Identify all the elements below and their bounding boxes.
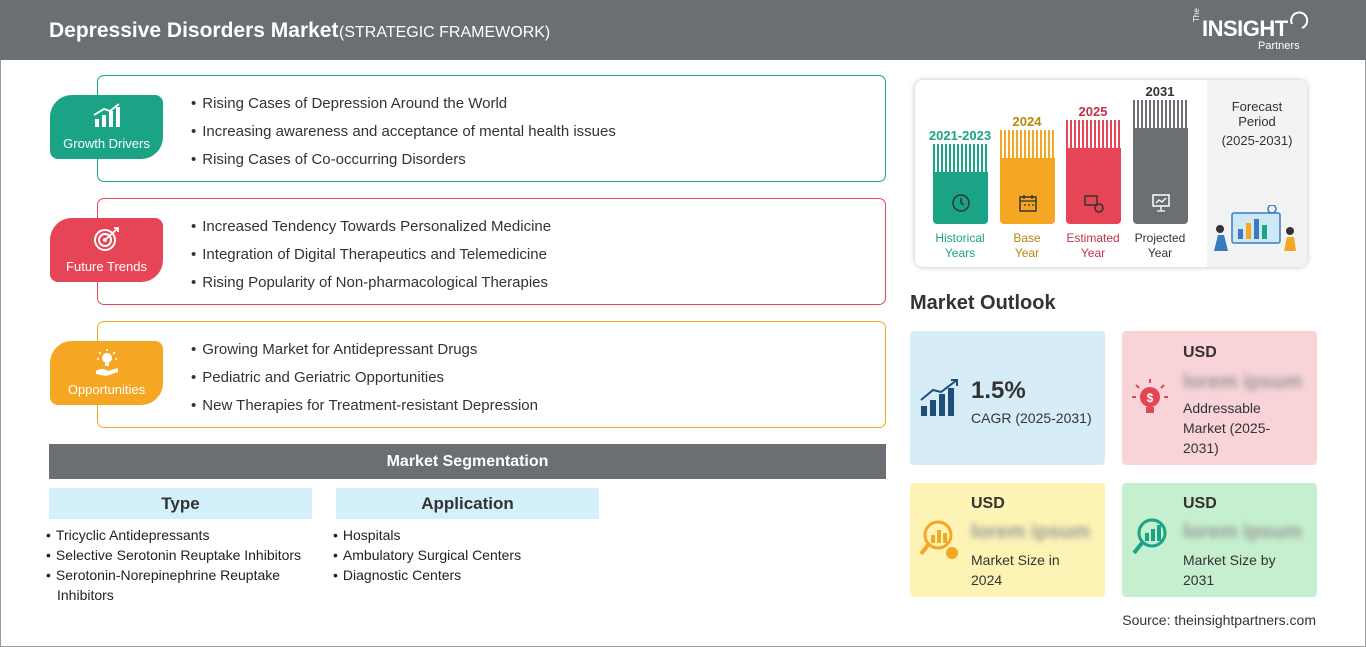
size2031-value: lorem ipsum [1183, 521, 1302, 543]
size2024-usd: USD [971, 495, 1005, 512]
forecast-label-period: Period [1238, 114, 1276, 129]
cagr-label: CAGR (2025-2031) [971, 410, 1092, 426]
list-item: Rising Popularity of Non-pharmacological… [191, 274, 551, 302]
header-bar: Depressive Disorders Market (STRATEGIC F… [0, 0, 1366, 60]
logo-the: The [1192, 8, 1201, 22]
timeline-year-base: 2024 [1012, 114, 1042, 129]
cagr-card: 1.5% CAGR (2025-2031) [910, 331, 1105, 465]
market-outlook-title: Market Outlook [910, 292, 1056, 314]
growth-bars-icon [920, 379, 958, 416]
target-icon [94, 227, 119, 251]
analytics-people-icon [1214, 205, 1296, 251]
list-item: Growing Market for Antidepressant Drugs [191, 341, 538, 369]
segment-type-list: Tricyclic Antidepressants Selective Sero… [46, 525, 316, 605]
calendar-icon [1019, 195, 1037, 212]
timeline-year-estimated: 2025 [1078, 104, 1108, 119]
list-item: Hospitals [333, 525, 593, 545]
page-title: Depressive Disorders Market [49, 19, 339, 42]
svg-text:$: $ [1147, 391, 1154, 405]
forecast-label: Forecast [1231, 99, 1283, 114]
size2024-value: lorem ipsum [971, 521, 1090, 543]
logo-partners: Partners [1258, 40, 1300, 52]
list-item: Selective Serotonin Reuptake Inhibitors [46, 545, 316, 565]
list-item: Integration of Digital Therapeutics and … [191, 246, 551, 274]
source-credit[interactable]: Source: theinsightpartners.com [1122, 612, 1316, 628]
segment-application-list: Hospitals Ambulatory Surgical Centers Di… [333, 525, 593, 585]
cagr-value: 1.5% [971, 377, 1026, 404]
page-subtitle: (STRATEGIC FRAMEWORK) [339, 24, 551, 41]
list-item: Pediatric and Geriatric Opportunities [191, 369, 538, 397]
list-item: Increased Tendency Towards Personalized … [191, 218, 551, 246]
growth-drivers-list: Rising Cases of Depression Around the Wo… [191, 95, 616, 179]
list-item: Increasing awareness and acceptance of m… [191, 123, 616, 151]
segment-type-header: Type [49, 488, 312, 519]
growth-drivers-badge: Growth Drivers [50, 95, 163, 159]
addressable-value: lorem ipsum [1183, 371, 1302, 393]
addressable-usd: USD [1183, 344, 1217, 361]
opportunities-label: Opportunities [67, 382, 146, 397]
list-item: Rising Cases of Depression Around the Wo… [191, 95, 616, 123]
growth-drivers-box: Rising Cases of Depression Around the Wo… [97, 75, 886, 182]
insight-partners-logo[interactable]: The INSIGHT Partners [1192, 8, 1312, 54]
history-icon [952, 194, 970, 212]
logo-insight: INSIGHT [1202, 16, 1288, 41]
future-trends-badge: Future Trends [50, 218, 163, 282]
opportunities-badge: Opportunities [50, 341, 163, 405]
opportunities-box: Growing Market for Antidepressant Drugs … [97, 321, 886, 428]
presentation-icon [1152, 194, 1170, 212]
timeline-bar-historical [933, 144, 988, 224]
magnifier-growth-icon [1132, 518, 1167, 555]
future-trends-list: Increased Tendency Towards Personalized … [191, 218, 551, 302]
market-segmentation-header: Market Segmentation [49, 444, 886, 479]
growth-chart-icon [93, 103, 120, 127]
growth-drivers-label: Growth Drivers [63, 136, 150, 151]
list-item: New Therapies for Treatment-resistant De… [191, 397, 538, 425]
future-trends-label: Future Trends [66, 259, 147, 274]
list-item: Ambulatory Surgical Centers [333, 545, 593, 565]
lightbulb-hand-icon [96, 349, 118, 376]
list-item: Serotonin-Norepinephrine Reuptake Inhibi… [46, 565, 316, 605]
opportunities-list: Growing Market for Antidepressant Drugs … [191, 341, 538, 425]
list-item: Rising Cases of Co-occurring Disorders [191, 151, 616, 179]
timeline-bar-estimated [1066, 120, 1121, 224]
segment-application-header: Application [336, 488, 599, 519]
list-item: Tricyclic Antidepressants [46, 525, 316, 545]
timeline-year-historical: 2021-2023 [928, 128, 992, 143]
timeline-bar-base [1000, 130, 1055, 224]
future-trends-box: Increased Tendency Towards Personalized … [97, 198, 886, 305]
forecast-range: (2025-2031) [1221, 133, 1293, 148]
estimate-gear-icon [1084, 195, 1104, 213]
size2031-usd: USD [1183, 495, 1217, 512]
logo-arc-icon [1290, 11, 1308, 29]
timeline-bar-projected [1133, 100, 1188, 224]
magnifier-coin-icon [919, 520, 958, 559]
timeline-year-projected: 2031 [1145, 84, 1175, 99]
idea-bulb-icon: $ [1132, 379, 1168, 413]
list-item: Diagnostic Centers [333, 565, 593, 585]
